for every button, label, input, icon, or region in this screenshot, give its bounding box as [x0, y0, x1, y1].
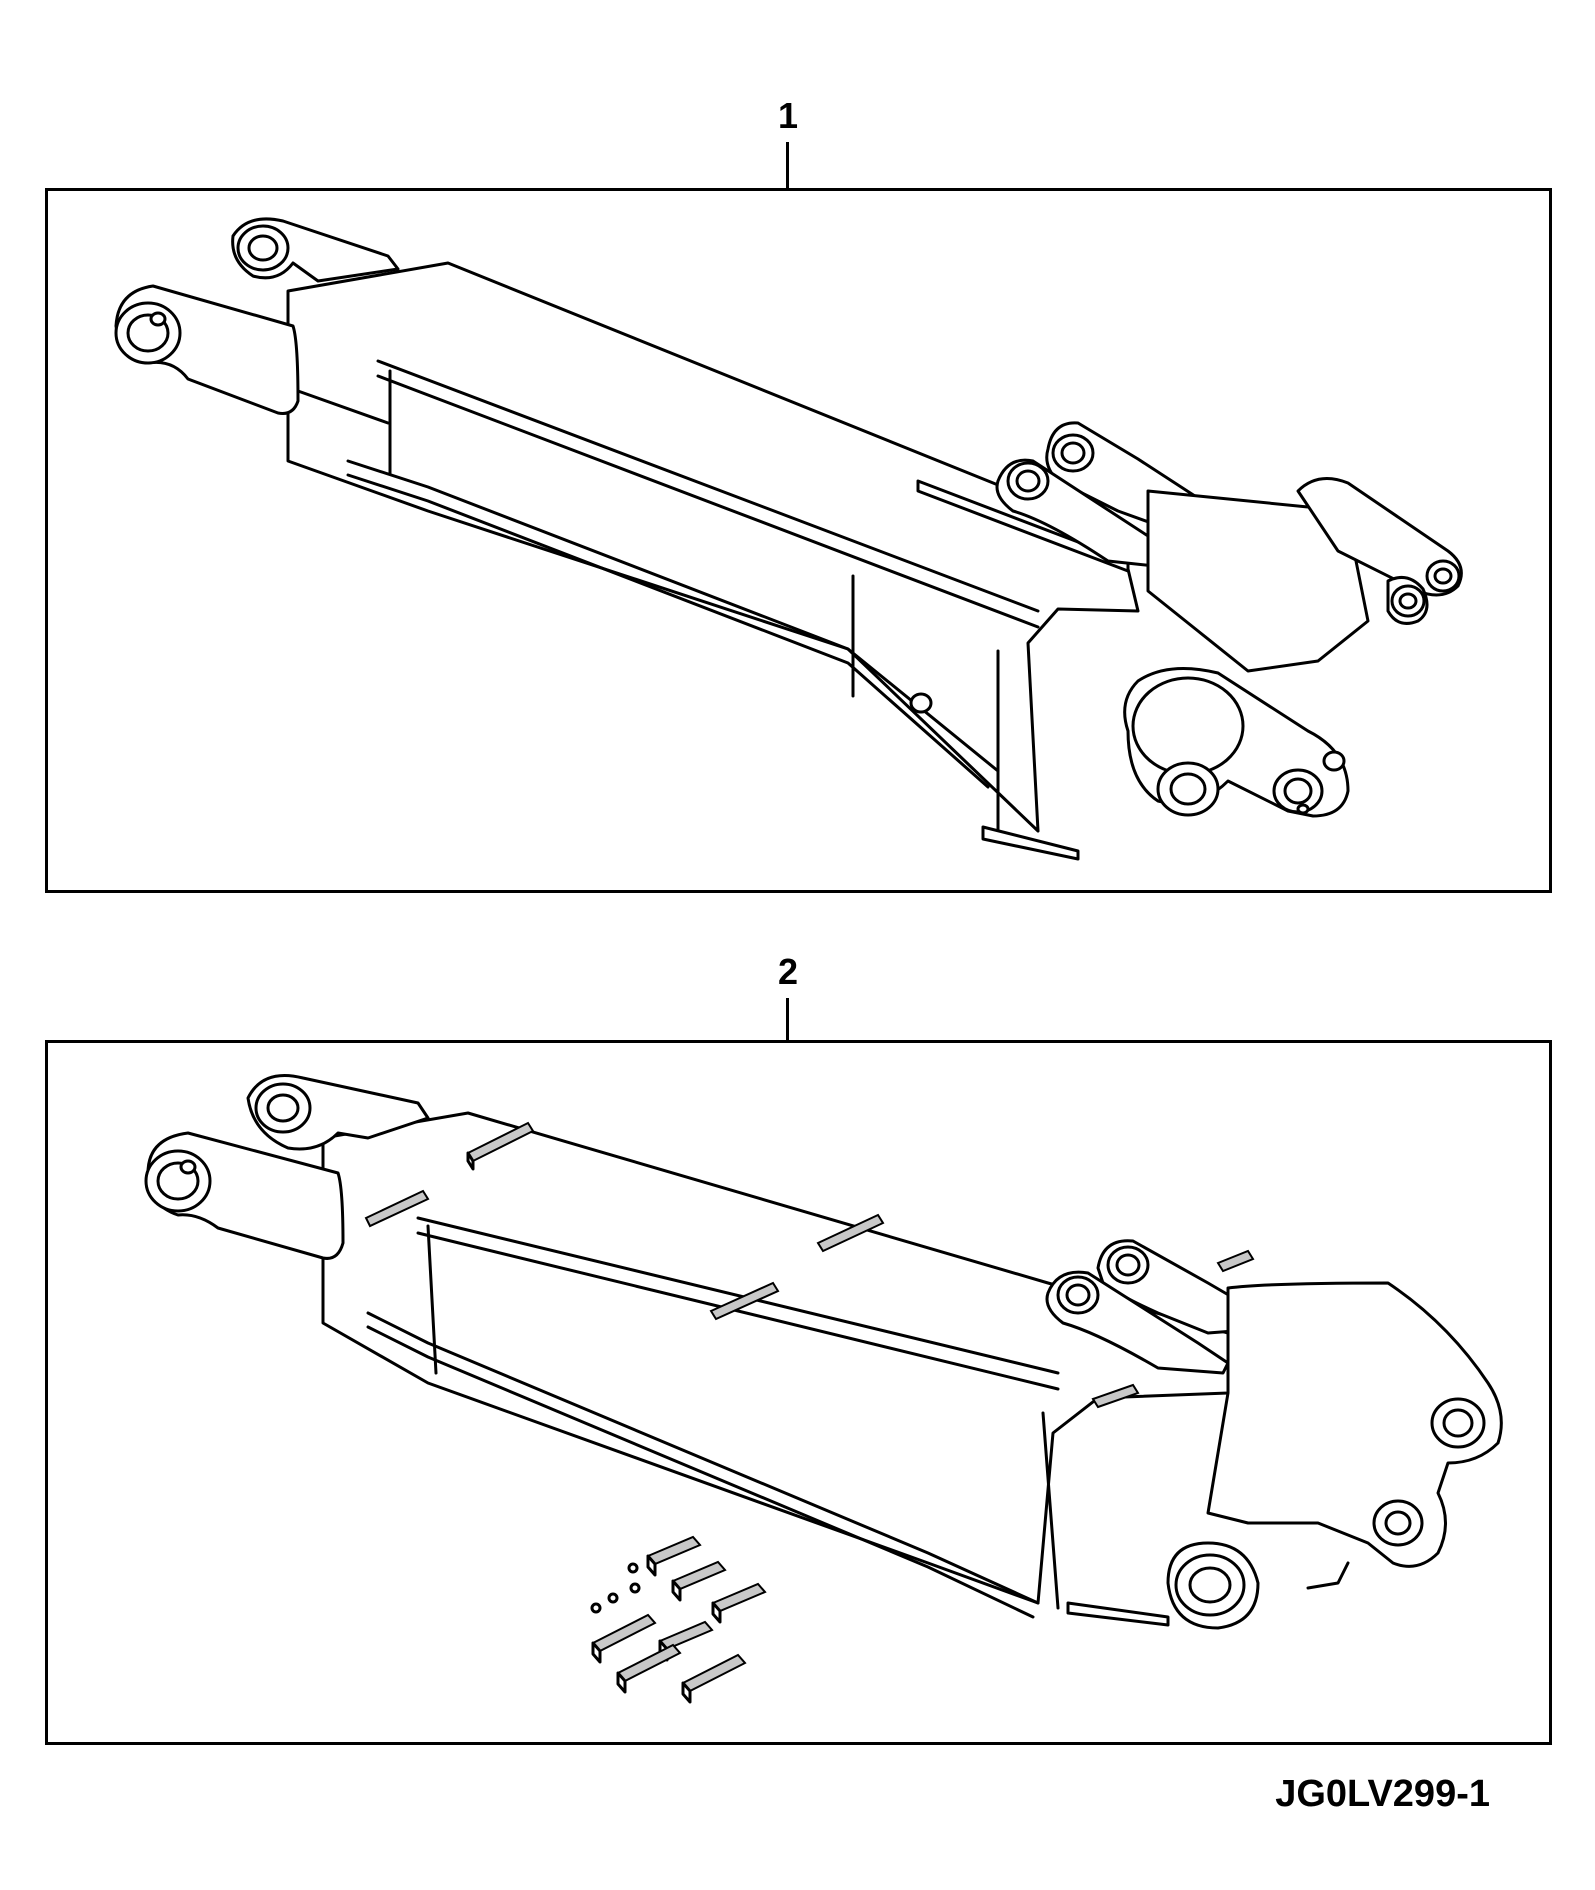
- excavator-boom-arm-with-wear-pads-icon: [144, 1074, 1503, 1704]
- wear-pad-kit-icon: [590, 1535, 767, 1704]
- arm-main-body-2: [321, 1111, 1230, 1605]
- callout-1-leader: [786, 142, 789, 190]
- grease-boss: [909, 692, 933, 714]
- panel-2: [45, 1040, 1552, 1745]
- wear-pads-mounted: [364, 1121, 1255, 1409]
- callout-1: 1: [777, 95, 799, 136]
- callout-2-leader: [786, 998, 789, 1042]
- panel-1: [45, 188, 1552, 893]
- callout-2: 2: [777, 951, 799, 992]
- end-cap: [1131, 676, 1245, 776]
- excavator-boom-arm-icon: [114, 217, 1463, 861]
- right-nose: [1206, 1281, 1503, 1568]
- arm-main-body: [286, 261, 1140, 833]
- figure-id: JG0LV299-1: [1275, 1773, 1490, 1815]
